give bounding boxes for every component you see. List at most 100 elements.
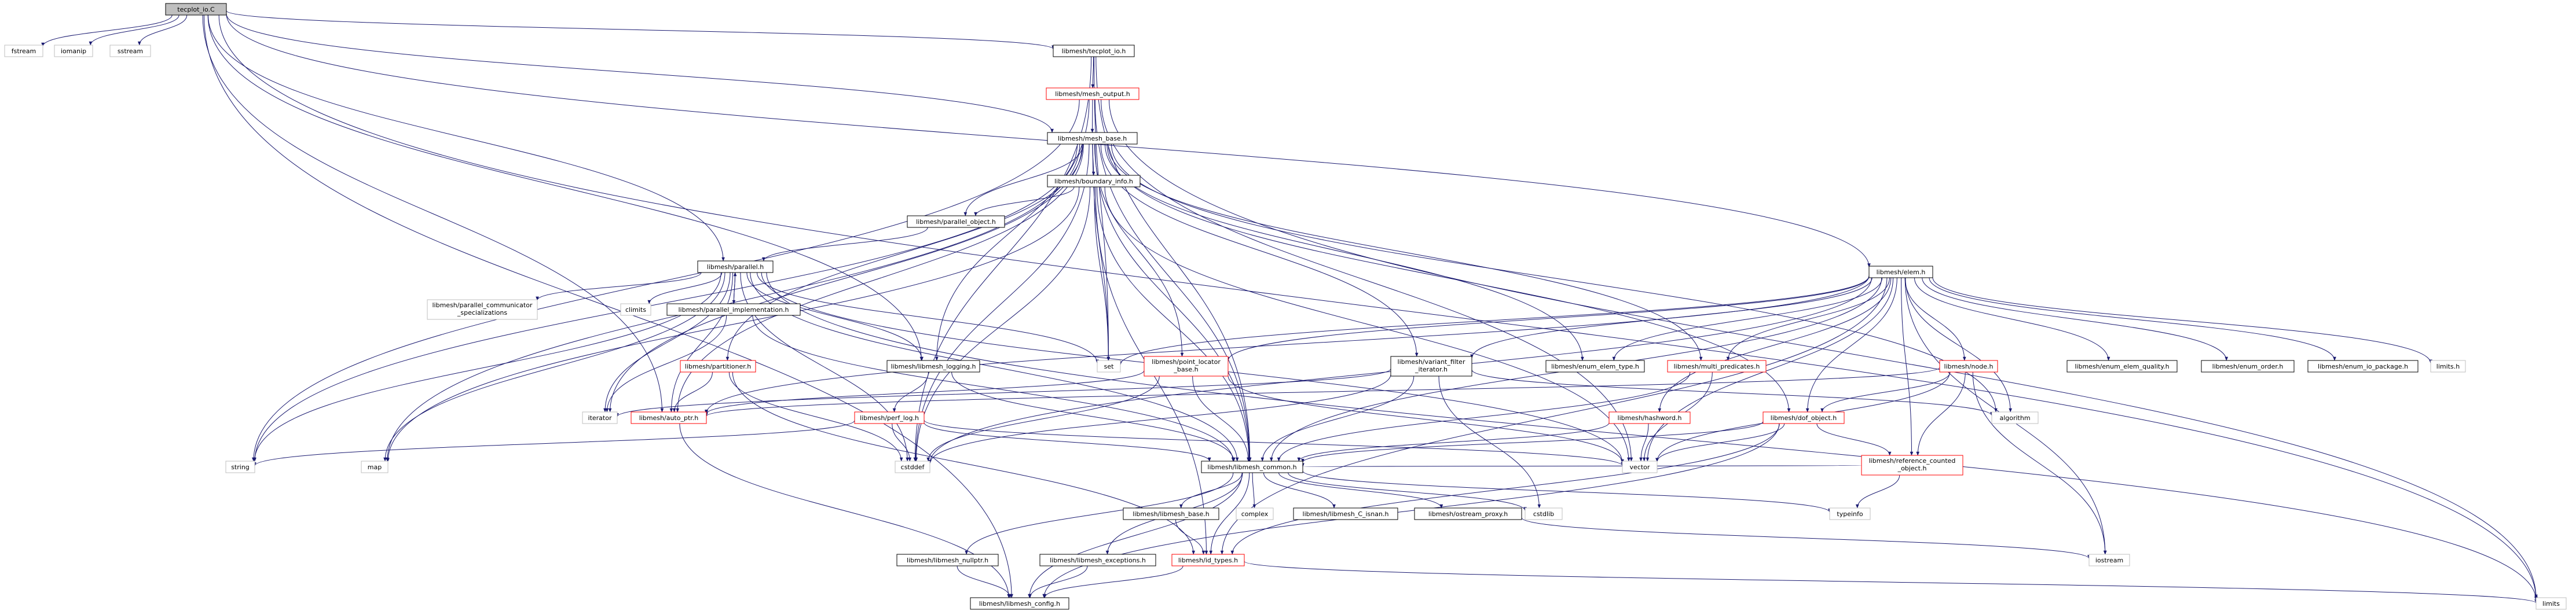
node-label: libmesh/libmesh_C_isnan.h (1303, 510, 1389, 518)
node-node_h[interactable]: libmesh/node.h (1939, 360, 1998, 373)
node-label: libmesh/node.h (1944, 363, 1994, 370)
node-iterator: iterator (582, 411, 618, 424)
node-perf_log_h[interactable]: libmesh/perf_log.h (854, 411, 925, 424)
node-box (666, 303, 801, 316)
node-enum_io_package_h[interactable]: libmesh/enum_io_package.h (2307, 360, 2419, 373)
node-box (1047, 175, 1141, 187)
edge-mesh_base_h-to-string (253, 143, 1078, 462)
node-label: libmesh/tecplot_io.h (1062, 47, 1126, 55)
node-label: libmesh/libmesh_common.h (1207, 463, 1296, 471)
node-multi_predicates_h[interactable]: libmesh/multi_predicates.h (1667, 360, 1767, 373)
node-parallel_implementation_h[interactable]: libmesh/parallel_implementation.h (666, 303, 801, 316)
node-box (1991, 411, 2039, 424)
edge-parallel_implementation_h-to-iterator (605, 315, 727, 413)
node-libmesh_exceptions_h[interactable]: libmesh/libmesh_exceptions.h (1039, 554, 1156, 566)
node-label: libmesh/libmesh_base.h (1133, 510, 1209, 518)
node-variant_filter_iterator[interactable]: libmesh/variant_filter_iterator.h (1390, 356, 1472, 377)
node-mesh_output_h[interactable]: libmesh/mesh_output.h (1046, 87, 1139, 100)
node-box (1046, 87, 1139, 100)
node-partitioner_h[interactable]: libmesh/partitioner.h (680, 360, 756, 373)
node-id_types_h[interactable]: libmesh/id_types.h (1171, 554, 1245, 566)
edge-libmesh_logging_h-to-libmesh_common_h (951, 371, 1236, 462)
edge-elem_h-to-vector (1646, 277, 1894, 462)
edge-elem_h-to-auto_ptr_h (705, 275, 1870, 414)
node-string: string (225, 461, 255, 473)
edge-libmesh_base_h-to-id_types_h (1175, 519, 1205, 555)
node-libmesh_C_isnan_h[interactable]: libmesh/libmesh_C_isnan.h (1293, 507, 1398, 520)
node-label: libmesh/elem.h (1877, 268, 1926, 276)
node-mesh_base_h[interactable]: libmesh/mesh_base.h (1047, 132, 1138, 145)
node-tecplot_io_C[interactable]: tecplot_io.C (165, 3, 227, 16)
edge-node_h-to-iostream (1972, 371, 2107, 555)
node-parallel_object_h[interactable]: libmesh/parallel_object.h (907, 215, 1005, 228)
node-libmesh_logging_h[interactable]: libmesh/libmesh_logging.h (886, 360, 980, 373)
edge-elem_h-to-variant_filter_iterator (1470, 277, 1873, 359)
node-box (1762, 411, 1845, 424)
node-box (620, 303, 651, 316)
node-box (1622, 461, 1658, 473)
edge-tecplot_io_C-to-auto_ptr_h (202, 14, 664, 413)
node-box (2201, 360, 2295, 373)
edge-libmesh_common_h-to-libmesh_C_isnan_h (1263, 472, 1336, 509)
node-label: vector (1630, 463, 1650, 471)
edge-dof_object_h-to-libmesh_common_h (1301, 421, 1764, 463)
node-vector: vector (1622, 461, 1658, 473)
edge-parallel_h-to-limits (766, 272, 2538, 601)
node-label: map (368, 463, 382, 471)
edge-elem_h-to-id_types_h (1220, 277, 1888, 555)
node-elem_h[interactable]: libmesh/elem.h (1868, 266, 1933, 278)
node-enum_elem_type_h[interactable]: libmesh/enum_elem_type.h (1545, 360, 1645, 373)
edge-perf_log_h-to-libmesh_common_h (924, 422, 1211, 462)
node-box (361, 461, 389, 473)
node-boundary_info_h[interactable]: libmesh/boundary_info.h (1047, 175, 1141, 187)
node-libmesh_base_h[interactable]: libmesh/libmesh_base.h (1123, 507, 1219, 520)
edge-boundary_info_h-to-map (386, 186, 1080, 462)
node-typeinfo: typeinfo (1829, 507, 1871, 520)
node-box (2307, 360, 2419, 373)
edge-elem_h-to-limits_h (1932, 277, 2432, 364)
node-cstdlib: cstdlib (1525, 507, 1563, 520)
node-parallel_comm: libmesh/parallel_communicator_specializa… (427, 299, 538, 320)
edge-tecplot_io_C-to-sstream (137, 14, 188, 46)
node-map: map (361, 461, 389, 473)
edge-parallel_implementation_h-to-parallel_h (733, 272, 737, 304)
edge-libmesh_common_h-to-ostream_proxy_h (1278, 472, 1443, 509)
node-box (1236, 507, 1274, 520)
node-label: libmesh/mesh_output.h (1055, 90, 1130, 98)
node-label: libmesh/ostream_proxy.h (1428, 510, 1508, 518)
node-enum_order_h[interactable]: libmesh/enum_order.h (2201, 360, 2295, 373)
node-libmesh_nullptr_h[interactable]: libmesh/libmesh_nullptr.h (896, 554, 999, 566)
edge-perf_log_h-to-vector (924, 419, 1624, 466)
edge-elem_h-to-enum_elem_quality_h (1914, 277, 2110, 361)
node-box (1123, 507, 1219, 520)
node-libmesh_common_h[interactable]: libmesh/libmesh_common.h (1201, 461, 1303, 473)
node-box (1939, 360, 1998, 373)
node-point_locator_base[interactable]: libmesh/point_locator_base.h (1144, 356, 1229, 377)
node-label: libmesh/libmesh_nullptr.h (907, 557, 988, 564)
node-ostream_proxy_h[interactable]: libmesh/ostream_proxy.h (1414, 507, 1522, 520)
node-box (697, 260, 774, 273)
edge-elem_h-to-node_h (1904, 277, 1966, 361)
node-dof_object_h[interactable]: libmesh/dof_object.h (1762, 411, 1845, 424)
node-tecplot_io_h[interactable]: libmesh/tecplot_io.h (1053, 45, 1135, 57)
node-label: libmesh/dof_object.h (1771, 414, 1837, 422)
node-parallel_h[interactable]: libmesh/parallel.h (697, 260, 774, 273)
edge-point_locator_base-to-cstddef (926, 376, 1160, 462)
node-libmesh_config_h[interactable]: libmesh/libmesh_config.h (970, 597, 1069, 610)
node-label: iostream (2095, 557, 2123, 564)
edge-tecplot_io_C-to-mesh_base_h (226, 13, 1054, 133)
node-enum_elem_quality_h[interactable]: libmesh/enum_elem_quality.h (2066, 360, 2178, 373)
node-reference_counted[interactable]: libmesh/reference_counted_object.h (1861, 455, 1963, 476)
node-box (896, 554, 999, 566)
edge-libmesh_exceptions_h-to-libmesh_config_h (1028, 565, 1088, 598)
node-label: typeinfo (1837, 510, 1863, 518)
node-label: limits.h (2436, 363, 2460, 370)
node-label: iomanip (61, 47, 86, 55)
node-label: limits (2542, 600, 2560, 608)
node-auto_ptr_h[interactable]: libmesh/auto_ptr.h (631, 411, 707, 424)
node-label: libmesh/perf_log.h (860, 414, 919, 422)
node-box (165, 3, 227, 16)
node-hashword_h[interactable]: libmesh/hashword.h (1608, 411, 1691, 424)
edge-mesh_base_h-to-parallel_object_h (963, 143, 1083, 216)
